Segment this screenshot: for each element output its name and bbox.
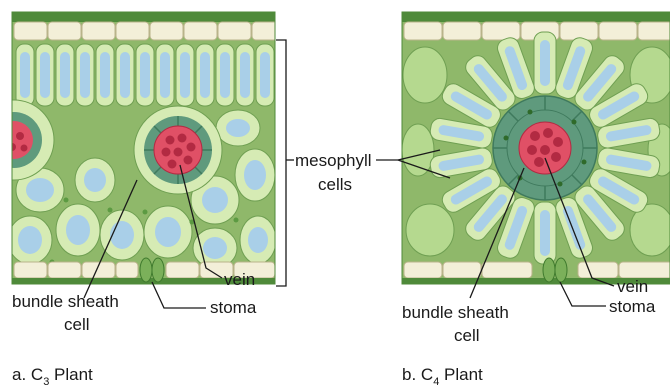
c4-bundle-sheath-label-line2: cell [454,326,480,345]
c4-bundle-sheath-label-line1: bundle sheath [402,303,509,322]
c3-caption-suffix: Plant [49,365,93,384]
c3-caption-prefix: a. C [12,365,43,384]
c4-vein-label: vein [617,277,648,296]
c4-stoma-label: stoma [609,297,656,316]
c4-leaf-cross-section [402,12,670,284]
c3-bundle-sheath-label-line1: bundle sheath [12,292,119,311]
c3-stoma-label: stoma [210,298,257,317]
c4-vein [519,122,571,174]
c3-leaf-cross-section [0,12,285,284]
mesophyll-label-line2: cells [318,175,352,194]
c4-caption-prefix: b. C [402,365,433,384]
mesophyll-bracket [276,40,294,286]
mesophyll-label-line1: mesophyll [295,151,372,170]
c3-caption: a. C3 Plant [12,365,93,385]
c3-vein-center [134,106,222,194]
c4-caption: b. C4 Plant [402,365,483,385]
c4-caption-suffix: Plant [439,365,483,384]
c3-bundle-sheath-label-line2: cell [64,315,90,334]
c3-upper-epidermis [12,12,285,40]
c3-vein-label: vein [224,270,255,289]
